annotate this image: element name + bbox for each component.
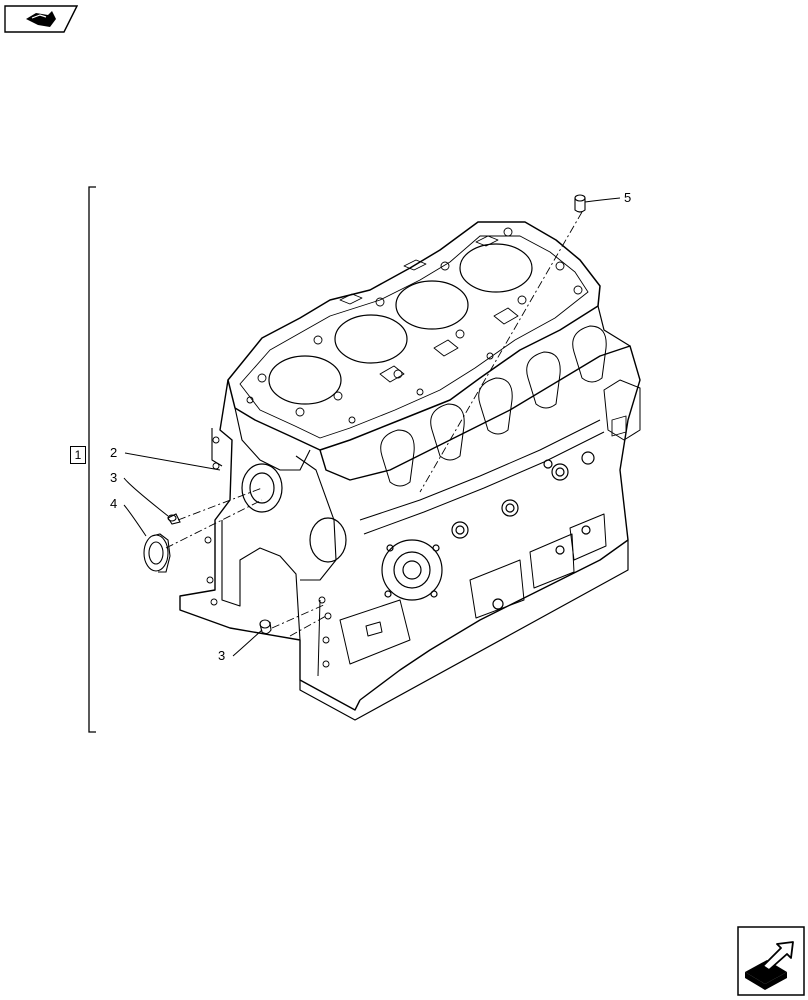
callout-labels: 2 3 4 3 5 xyxy=(110,190,631,663)
dowel-pin-part xyxy=(574,194,586,213)
alignment-lines xyxy=(165,211,583,637)
callout-4: 4 xyxy=(110,496,117,511)
plug-part-upper xyxy=(167,513,181,525)
seal-ring-part xyxy=(143,533,171,573)
callout-3-lower: 3 xyxy=(218,648,225,663)
callout-3-upper: 3 xyxy=(110,470,117,485)
leader-lines xyxy=(123,197,621,657)
assembly-label: 1 xyxy=(70,446,86,464)
previous-page-tab[interactable] xyxy=(4,5,78,33)
engine-block xyxy=(179,221,641,721)
assembly-bracket xyxy=(88,186,96,733)
previous-page-icon xyxy=(26,11,56,27)
callout-5: 5 xyxy=(624,190,631,205)
next-page-icon xyxy=(745,941,794,990)
next-page-button[interactable] xyxy=(737,926,805,996)
callout-2: 2 xyxy=(110,445,117,460)
exploded-parts xyxy=(143,194,586,635)
plug-part-lower xyxy=(259,619,272,635)
